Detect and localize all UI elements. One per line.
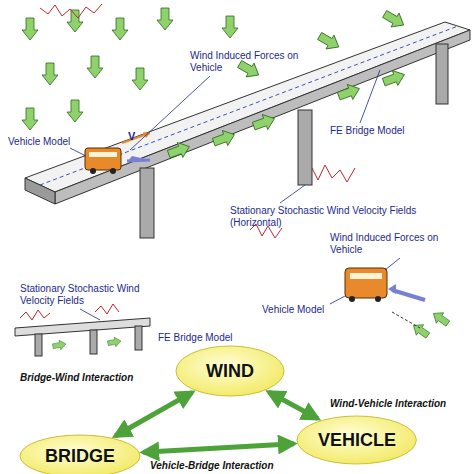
callout-text: Stationary Stochastic Wind Velocity Fiel… [230,205,460,229]
interaction-arrow [269,392,318,419]
interaction-label: Wind-Vehicle Interaction [330,398,446,410]
vehicle [85,132,150,174]
vehicle-small [330,258,452,341]
leader-lines [70,70,380,203]
ellipse-node: BRIDGE [19,434,141,474]
callout-text: Wind Induced Forces on Vehicle [190,50,302,74]
interaction-label: Vehicle-Bridge Interaction [150,460,274,472]
small-bridge [15,304,150,356]
bridge-deck [25,22,470,238]
interaction-label: Bridge-Wind Interaction [20,372,133,384]
callout-text: Stationary Stochastic Wind Velocity Fiel… [20,283,170,307]
node-text: WIND [175,360,285,382]
ellipse-node: WIND [175,345,285,397]
interaction-arrow [143,444,294,453]
callout-text: FE Bridge Model [158,332,232,344]
ellipse-node: VEHICLE [296,415,417,465]
callout-text: Vehicle Model [262,304,324,316]
interaction-arrow [115,392,192,436]
horizontal-wind-arrows [166,7,408,162]
callout-text: Vehicle Model [8,136,70,148]
velocity-symbol: V [128,130,135,142]
node-text: VEHICLE [296,429,417,451]
callout-text: FE Bridge Model [330,125,404,137]
node-text: BRIDGE [19,445,141,467]
callout-text: Wind Induced Forces on Vehicle [330,232,470,256]
